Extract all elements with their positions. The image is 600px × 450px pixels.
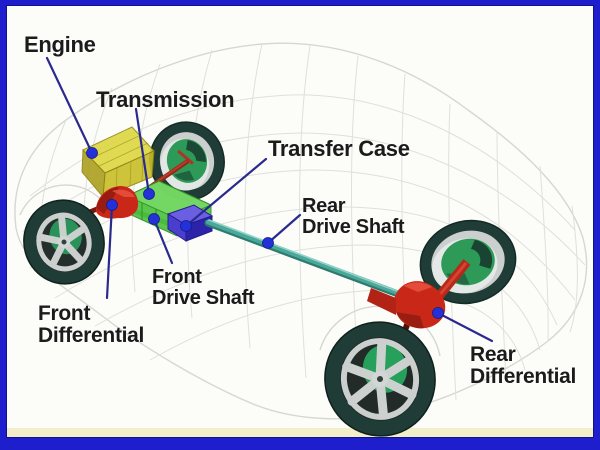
callout-dot-rear-drive-shaft — [262, 237, 274, 249]
callout-line-rear-differential — [436, 311, 494, 343]
rear-drive-shaft — [204, 219, 402, 298]
callout-dot-transfer-case — [180, 220, 192, 232]
callout-line-engine — [45, 56, 94, 155]
callout-dot-rear-differential — [432, 307, 444, 319]
callout-dot-engine — [86, 147, 98, 159]
callout-line-transfer-case — [184, 157, 268, 228]
wheel-front-left — [23, 199, 105, 285]
callout-dot-transmission — [143, 188, 155, 200]
label-transmission: Transmission — [96, 87, 234, 112]
callout-line-transmission — [134, 107, 151, 196]
callout-dot-front-differential — [106, 199, 118, 211]
canvas-background — [7, 6, 593, 437]
label-engine: Engine — [24, 32, 96, 57]
bottom-strip — [7, 428, 593, 437]
engine-block — [81, 126, 155, 199]
callout-dots — [86, 147, 444, 319]
callout-lines — [45, 56, 494, 343]
callout-dot-front-drive-shaft — [148, 213, 160, 225]
callout-line-rear-drive-shaft — [266, 213, 302, 245]
wheel-rear-left — [324, 321, 436, 437]
border-inner-line — [6, 5, 594, 438]
callout-line-front-drive-shaft — [152, 217, 174, 265]
callout-line-front-differential — [105, 203, 114, 300]
label-transfer-case: Transfer Case — [268, 136, 410, 161]
